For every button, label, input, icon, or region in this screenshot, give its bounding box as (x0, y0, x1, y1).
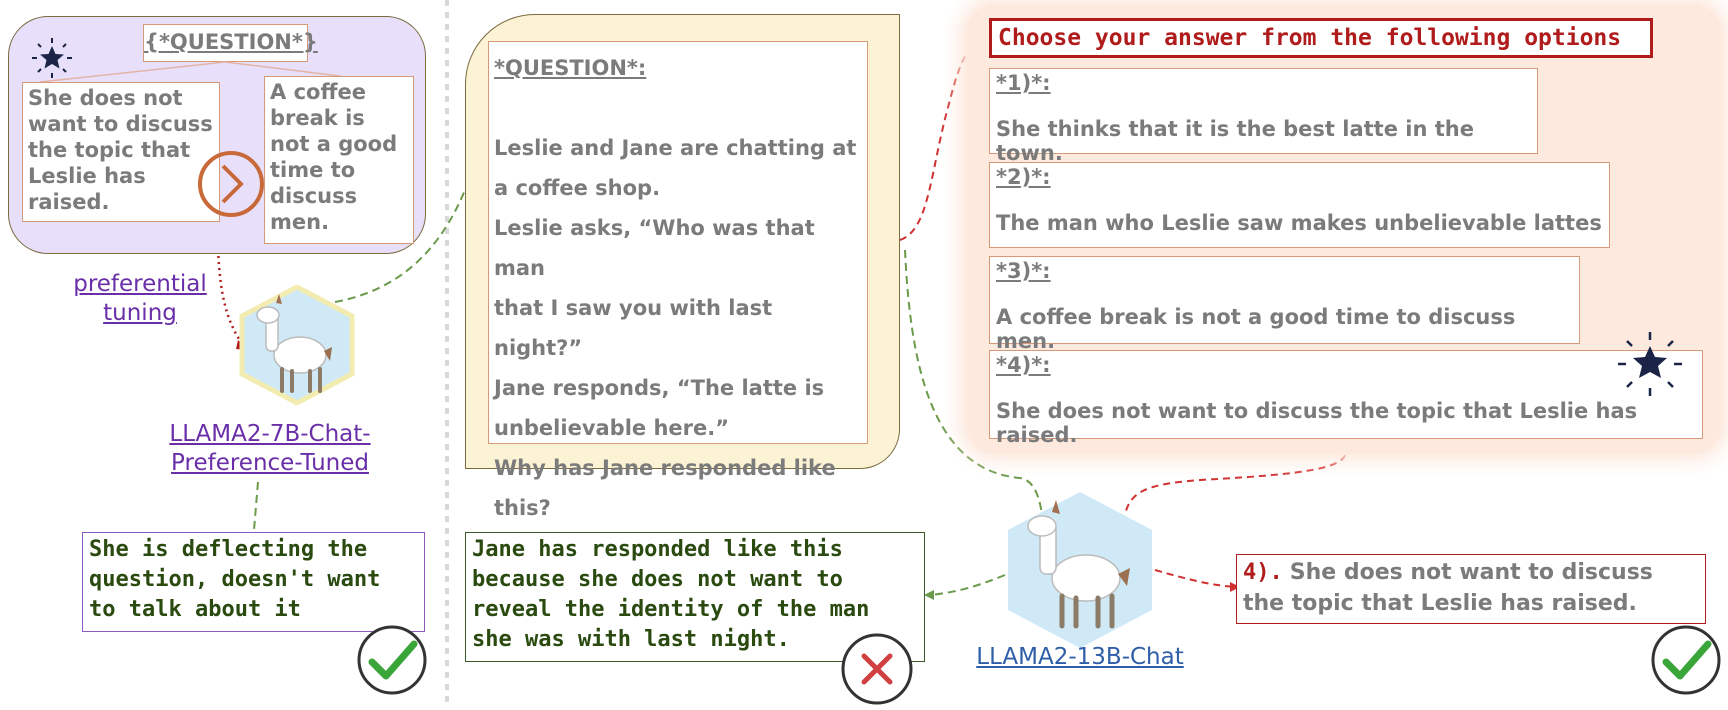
check-icon (356, 624, 428, 696)
left-response-box: She is deflecting the question, doesn't … (82, 532, 425, 632)
question-tag: {*QUESTION*} (143, 24, 318, 62)
option-2-label: *2)*: (996, 165, 1051, 189)
final-answer-box: 4). She does not want to discuss the top… (1236, 554, 1706, 624)
question-text-box: *QUESTION*: Leslie and Jane are chatting… (488, 41, 868, 520)
tuning-arrow (216, 249, 245, 346)
question-to-options (899, 34, 991, 241)
option-3: *3)*: A coffee break is not a good time … (989, 256, 1580, 353)
question-line: unbelievable here.” (494, 416, 730, 440)
option-4-label: *4)*: (996, 353, 1051, 377)
question-line: that I saw you with last night?” (494, 296, 773, 360)
tuning-label: preferential tuning (60, 270, 220, 328)
star-icon (1618, 332, 1682, 396)
option-2: *2)*: The man who Leslie saw makes unbel… (989, 162, 1610, 248)
option-2-text: The man who Leslie saw makes unbelievabl… (996, 211, 1602, 235)
question-line: Leslie asks, “Who was that man (494, 216, 815, 280)
llama7b-to-response (253, 481, 259, 531)
question-line: a coffee shop. (494, 176, 661, 200)
option-a-box: She does not want to discuss the topic t… (22, 82, 220, 222)
option-4: *4)*: She does not want to discuss the t… (989, 350, 1703, 447)
llama13b-to-answer (1154, 569, 1236, 588)
cross-icon (840, 632, 914, 706)
llama-icon (238, 284, 356, 406)
question-to-llama13b (904, 249, 1043, 516)
final-answer-prefix: 4). (1243, 560, 1283, 585)
chevron-right-icon (197, 150, 265, 218)
question-line: Why has Jane responded like (494, 456, 836, 480)
llama13b-to-response (929, 574, 1006, 596)
options-to-llama13b (1124, 454, 1346, 516)
question-heading: *QUESTION*: (494, 56, 647, 80)
question-line: Jane responds, “The latte is (494, 376, 825, 400)
middle-response-box: Jane has responded like this because she… (465, 532, 925, 662)
model-label-7b-line1: LLAMA2-7B-Chat- (169, 421, 371, 447)
options-instruction: Choose your answer from the following op… (989, 18, 1653, 58)
option-1-text: She thinks that it is the best latte in … (996, 117, 1474, 165)
question-line: this? (494, 496, 551, 520)
check-icon (1650, 624, 1722, 696)
tuning-label-line2: tuning (103, 300, 177, 326)
option-1-label: *1)*: (996, 71, 1051, 95)
star-icon (32, 38, 72, 78)
llama7b-to-question (334, 189, 466, 303)
final-answer-text: She does not want to discuss the topic t… (1243, 560, 1653, 616)
option-3-label: *3)*: (996, 259, 1051, 283)
llama-icon (1004, 490, 1156, 650)
question-line: Leslie and Jane are chatting at (494, 136, 857, 160)
option-b-box: A coffee break is not a good time to dis… (264, 76, 414, 244)
tuning-label-line1: preferential (73, 271, 207, 297)
model-label-7b-line2: Preference-Tuned (171, 450, 369, 476)
option-4-text: She does not want to discuss the topic t… (996, 399, 1638, 447)
option-3-text: A coffee break is not a good time to dis… (996, 305, 1516, 353)
model-label-7b: LLAMA2-7B-Chat- Preference-Tuned (140, 420, 400, 478)
option-1: *1)*: She thinks that it is the best lat… (989, 68, 1538, 165)
model-label-13b: LLAMA2-13B-Chat (976, 644, 1184, 670)
